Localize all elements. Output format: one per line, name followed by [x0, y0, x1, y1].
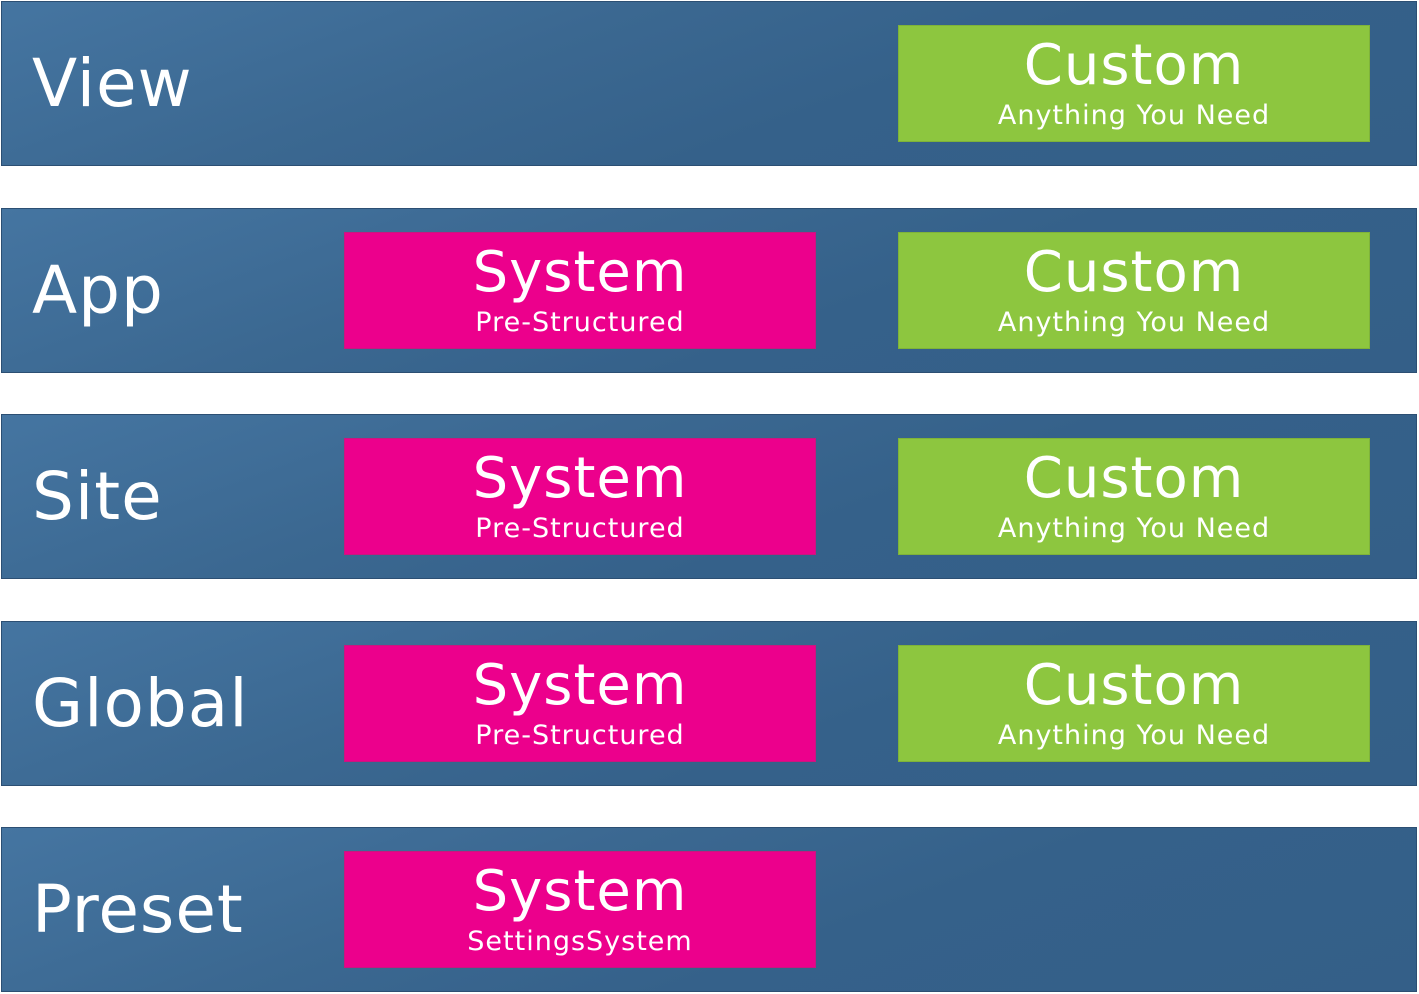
custom-box: Custom Anything You Need [898, 438, 1370, 555]
layer-preset: Preset System SettingsSystem [1, 827, 1417, 992]
custom-box-subtitle: Anything You Need [997, 513, 1271, 544]
system-box: System Pre-Structured [344, 438, 816, 555]
custom-box: Custom Anything You Need [898, 645, 1370, 762]
system-box-title: System [472, 859, 688, 924]
custom-box-title: Custom [1023, 33, 1245, 98]
layer-label: Global [32, 665, 249, 742]
system-box: System Pre-Structured [344, 645, 816, 762]
system-box-subtitle: Pre-Structured [475, 513, 685, 544]
layer-view: View Custom Anything You Need [1, 1, 1417, 166]
custom-box-title: Custom [1023, 653, 1245, 718]
custom-box-title: Custom [1023, 240, 1245, 305]
system-box-subtitle: SettingsSystem [467, 926, 693, 957]
system-box-subtitle: Pre-Structured [475, 720, 685, 751]
layer-app: App System Pre-Structured Custom Anythin… [1, 208, 1417, 373]
layer-site: Site System Pre-Structured Custom Anythi… [1, 414, 1417, 579]
custom-box-subtitle: Anything You Need [997, 100, 1271, 131]
layer-label: Site [32, 458, 163, 535]
system-box: System SettingsSystem [344, 851, 816, 968]
system-box: System Pre-Structured [344, 232, 816, 349]
custom-box: Custom Anything You Need [898, 25, 1370, 142]
layer-global: Global System Pre-Structured Custom Anyt… [1, 621, 1417, 786]
custom-box-subtitle: Anything You Need [997, 720, 1271, 751]
custom-box: Custom Anything You Need [898, 232, 1370, 349]
layer-label: App [32, 252, 164, 329]
system-box-title: System [472, 446, 688, 511]
system-box-subtitle: Pre-Structured [475, 307, 685, 338]
custom-box-subtitle: Anything You Need [997, 307, 1271, 338]
custom-box-title: Custom [1023, 446, 1245, 511]
system-box-title: System [472, 240, 688, 305]
layer-label: Preset [32, 871, 244, 948]
layer-label: View [32, 45, 193, 122]
system-box-title: System [472, 653, 688, 718]
